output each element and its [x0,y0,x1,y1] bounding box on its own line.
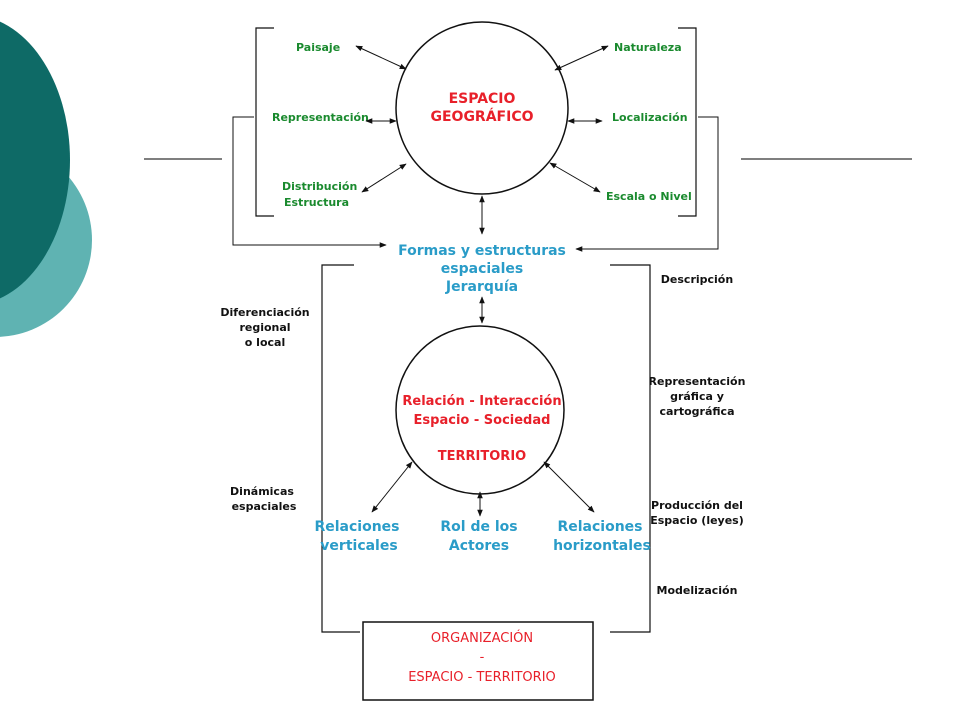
produccion-line1: Producción del [651,499,743,512]
formas-line2: espaciales [441,261,523,277]
diferenciacion-line3: o local [245,336,285,349]
arrow-horizontales [543,461,595,513]
arrow-escala [549,162,601,193]
label-estructura: Estructura [284,196,349,209]
lower-right-bracket [610,264,651,633]
arrow-paisaje [355,45,407,70]
diferenciacion-line1: Diferenciación [220,306,309,319]
verticales-line2: verticales [320,538,397,554]
territorio-line1: Relación - Interacción [402,394,561,409]
representacion-grafica-line1: Representación [649,375,746,388]
organizacion-line1: ORGANIZACIÓN [431,630,533,646]
organizacion-line2: - [480,650,485,665]
arrow-distribucion [361,163,407,193]
organizacion-box [362,621,594,701]
produccion-line2: Espacio (leyes) [650,514,744,527]
territorio-line3: TERRITORIO [438,449,526,464]
top-right-bracket [678,27,697,217]
formas-line1: Formas y estructuras [398,243,566,259]
horizontales-line1: Relaciones [557,519,642,535]
arrow-verticales [371,461,413,513]
left-feedback-connector [232,116,387,248]
label-representacion-top: Representación [272,111,369,124]
label-paisaje: Paisaje [296,41,340,54]
territorio-line2: Espacio - Sociedad [414,413,551,428]
label-distribucion: Distribución [282,180,357,193]
arrow-naturaleza [554,45,609,71]
label-localizacion: Localización [612,111,688,124]
formas-line3: Jerarquía [445,279,518,295]
organizacion-line3: ESPACIO - TERRITORIO [408,670,556,685]
label-escala: Escala o Nivel [606,190,692,203]
territorio-circle [395,325,565,495]
espacio-geografico-line2: GEOGRÁFICO [430,108,533,125]
lower-left-bracket [321,264,360,633]
dinamicas-line1: Dinámicas [230,485,294,498]
label-naturaleza: Naturaleza [614,41,682,54]
diferenciacion-line2: regional [239,321,290,334]
representacion-grafica-line2: gráfica y [670,390,724,403]
dinamicas-line2: espaciales [232,500,297,513]
espacio-geografico-circle [395,21,569,195]
actores-line2: Actores [449,538,509,554]
decorative-dark-teal-shape [0,21,70,299]
actores-line1: Rol de los [440,519,517,535]
right-feedback-connector [575,116,719,252]
horizontales-line2: horizontales [553,538,651,554]
label-descripcion: Descripción [661,273,733,286]
espacio-geografico-line1: ESPACIO [449,91,516,107]
representacion-grafica-line3: cartográfica [659,405,734,418]
top-left-bracket [255,27,274,217]
label-modelizacion: Modelización [657,584,738,597]
verticales-line1: Relaciones [314,519,399,535]
